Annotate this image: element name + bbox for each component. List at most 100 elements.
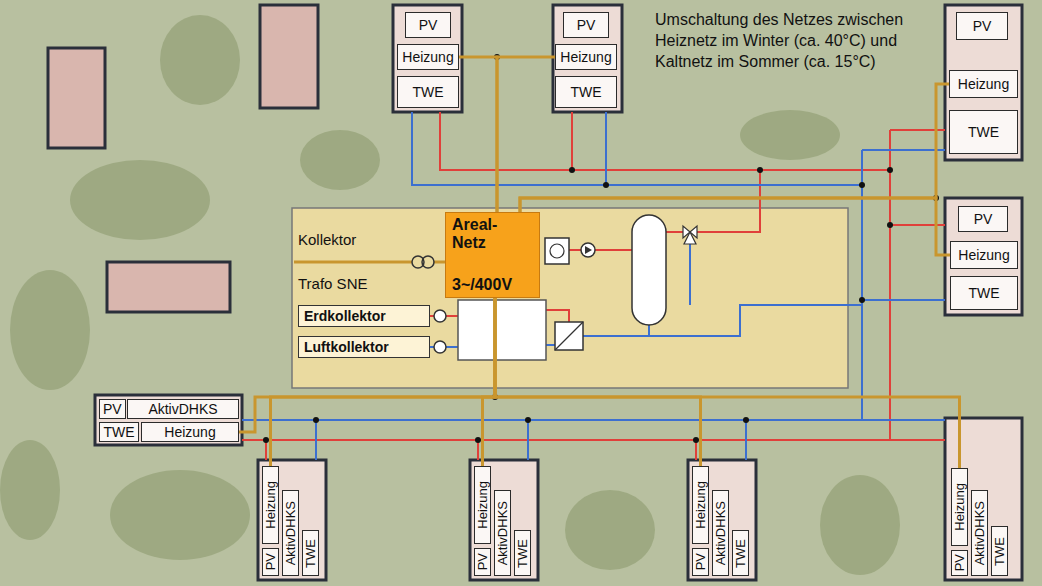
pipe: [583, 305, 862, 336]
junction-dot: [757, 167, 763, 173]
house: [553, 5, 622, 112]
junction-dot: [859, 297, 865, 303]
return-pipe: [242, 112, 945, 460]
heating-box: Heizung: [555, 44, 617, 70]
other-building: [48, 5, 318, 312]
node-text: Heizung: [164, 424, 215, 440]
house: [95, 395, 242, 445]
hot-water-box: TWE: [397, 76, 459, 108]
hot-water-box: TWE: [555, 76, 617, 108]
tree: [740, 110, 840, 160]
house: [945, 5, 1022, 160]
house: [688, 460, 756, 580]
junction-dot: [887, 167, 893, 173]
pv-box: PV: [474, 548, 491, 576]
storage-tank: [632, 215, 666, 325]
junction-dot: [569, 167, 575, 173]
pipe: [666, 231, 683, 233]
node-text: AktivDHKS: [148, 401, 217, 417]
power-line: [495, 298, 701, 466]
heating-box: Heizung: [951, 468, 968, 546]
pipe: [440, 112, 890, 170]
pump-symbol: [434, 310, 446, 322]
storage-box: AktivDHKS: [712, 490, 729, 576]
junction-dot: [603, 182, 609, 188]
power-line: [459, 57, 497, 212]
house: [393, 5, 462, 112]
pipe: [242, 439, 945, 441]
node-text: Heizung: [958, 247, 1009, 263]
node-text: PV: [974, 211, 993, 227]
heating-box: Heizung: [397, 44, 459, 70]
tree: [820, 475, 900, 575]
node-text: TWE: [968, 285, 999, 301]
node-text: PV: [419, 17, 438, 33]
pipe: [546, 310, 569, 322]
tree: [10, 270, 90, 390]
compressor-symbol: [550, 244, 564, 258]
node-text: TWE: [968, 124, 999, 140]
pv-box: PV: [262, 548, 279, 576]
node-text: 3~/400V: [452, 276, 512, 294]
node-text: Heizung: [402, 49, 453, 65]
hot-water-box: TWE: [950, 276, 1018, 310]
node-text: PV: [264, 553, 277, 570]
pv-box: PV: [405, 12, 451, 38]
pump-arrow: [585, 246, 592, 254]
heating-box: Heizung: [692, 466, 709, 544]
power-line: [520, 198, 950, 255]
pipe: [862, 149, 945, 151]
junction-dot: [693, 437, 699, 443]
node-text: PV: [953, 554, 966, 571]
node-text: TWE: [304, 539, 317, 568]
node-text: Heizung: [264, 481, 277, 529]
collector-box: Luftkollektor: [298, 336, 430, 358]
node-text: TWE: [412, 84, 443, 100]
pipe: [605, 112, 607, 185]
pipe: [595, 249, 632, 251]
node-text: PV: [973, 18, 992, 34]
grid-box: Areal-Netz3~/400V: [445, 212, 540, 298]
house-outline: [95, 5, 1022, 580]
annotation-note: Umschaltung des Netzes zwischen Heiznetz…: [655, 10, 927, 72]
power-line: [239, 298, 495, 432]
valve-symbol: [684, 232, 696, 244]
junction-dot: [525, 417, 531, 423]
hot-water-box: TWE: [949, 110, 1018, 154]
pv-box: PV: [951, 550, 968, 576]
hot-water-box: TWE: [991, 526, 1008, 576]
junction-dot: [743, 417, 749, 423]
heating-box: Heizung: [949, 70, 1018, 98]
tree: [110, 470, 250, 560]
hot-water-box: TWE: [99, 422, 139, 442]
node-text: TWE: [734, 539, 747, 568]
pipe: [571, 112, 573, 170]
pipe: [569, 249, 581, 251]
node-text: Luftkollektor: [304, 339, 389, 355]
power-line: [495, 298, 960, 468]
component-label: Trafo SNE: [298, 274, 367, 294]
junction-dot: [475, 437, 481, 443]
house: [945, 198, 1022, 315]
hot-water-box: TWE: [732, 530, 749, 576]
tree: [160, 15, 240, 105]
pump-symbol: [581, 243, 595, 257]
pv-box: PV: [692, 548, 709, 576]
pv-box: PV: [563, 12, 609, 38]
heating-box: Heizung: [950, 241, 1018, 269]
pv-box: PV: [956, 12, 1008, 40]
pipe: [315, 420, 317, 460]
node-text: Heizung: [476, 481, 489, 529]
power-line: [271, 298, 496, 466]
house: [945, 418, 1022, 580]
tree: [300, 130, 380, 190]
storage-box: AktivDHKS: [494, 490, 511, 576]
node-text: PV: [577, 17, 596, 33]
heat-exchanger: [555, 322, 583, 350]
collector-box: Erdkollektor: [298, 305, 430, 327]
pipe: [412, 112, 862, 185]
node-text: TWE: [103, 424, 134, 440]
heating-box: Heizung: [141, 422, 239, 442]
